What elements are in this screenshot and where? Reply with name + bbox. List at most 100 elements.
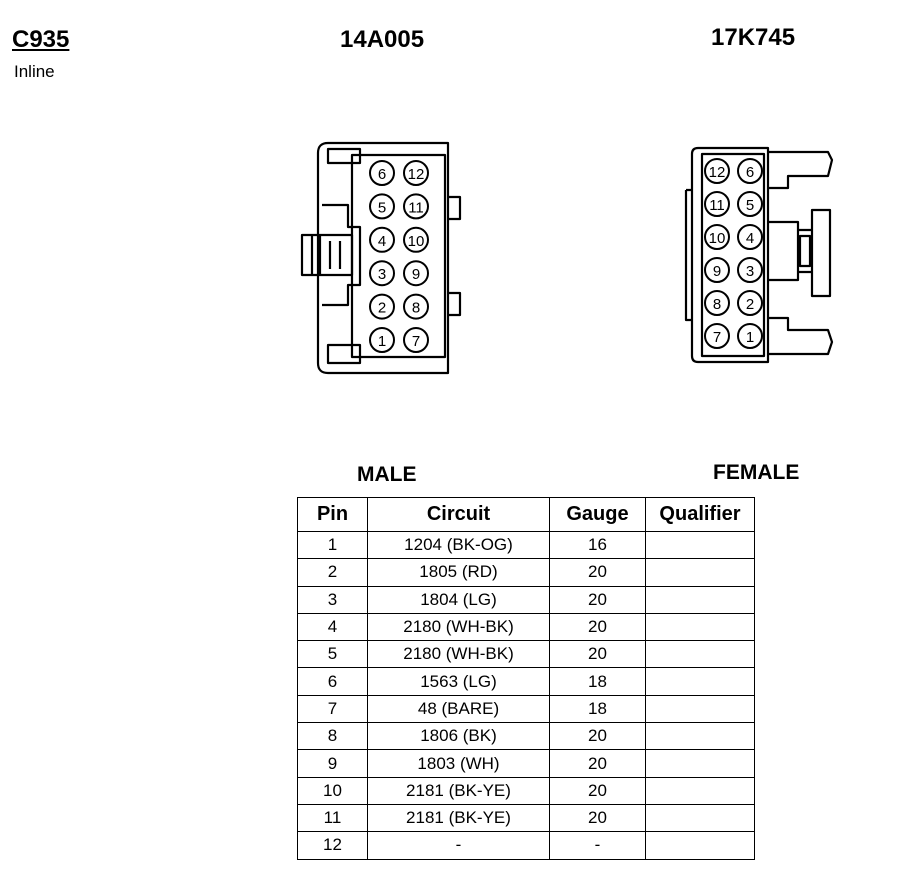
pin-number: 8 [713,296,721,313]
pin-cell: 9 [297,749,368,778]
qualifier-cell [645,640,755,669]
pin-circle [369,327,395,353]
pin-circle [737,323,763,349]
female-pin: 7 [704,323,730,349]
pin-table-header-row: Pin Circuit Gauge Qualifier [297,497,755,532]
female-pin: 2 [737,290,763,316]
qualifier-cell [645,722,755,751]
circuit-cell: 1563 (LG) [367,667,550,696]
female-pin: 6 [737,158,763,184]
pin-circle [704,257,730,283]
pin-number: 7 [412,333,420,350]
circuit-cell: 1803 (WH) [367,749,550,778]
pin-cell: 6 [297,667,368,696]
pin-circle [704,323,730,349]
qualifier-cell [645,667,755,696]
pin-circle [704,290,730,316]
pin-cell: 1 [297,530,368,560]
male-pin: 4 [369,226,395,253]
pin-circle [403,193,429,220]
qualifier-cell [645,558,755,587]
gauge-cell: 20 [549,558,646,587]
qualifier-header: Qualifier [645,497,755,532]
circuit-cell: 1805 (RD) [367,558,550,587]
female-pin: 1 [737,323,763,349]
pin-circle [737,224,763,250]
pin-number: 9 [412,266,420,283]
circuit-cell: 1204 (BK-OG) [367,530,550,560]
qualifier-cell [645,530,755,560]
female-pin: 5 [737,191,763,217]
qualifier-cell [645,694,755,724]
pin-cell: 2 [297,558,368,587]
pin-number: 1 [746,329,754,346]
pin-circle [737,257,763,283]
pin-cell: 8 [297,722,368,751]
pin-number: 8 [412,300,420,317]
male-part-number: 14A005 [340,26,425,53]
female-pin: 11 [704,191,730,217]
qualifier-cell [645,831,755,860]
male-pin: 8 [403,293,429,320]
pin-number: 11 [709,197,725,214]
male-pin: 3 [369,260,395,287]
male-pin: 11 [403,193,429,220]
pin-circle [369,260,395,287]
circuit-cell: 2180 (WH-BK) [367,612,550,642]
gauge-header: Gauge [549,497,646,532]
table-row: 12-- [297,831,755,860]
pin-number: 2 [746,296,754,313]
qualifier-cell [645,585,755,614]
circuit-cell: 1804 (LG) [367,585,550,614]
pin-circle [704,191,730,217]
pin-circle [369,160,395,186]
pin-circle [704,224,730,250]
gauge-cell: 18 [549,667,646,696]
pin-cell: 3 [297,585,368,614]
pin-header: Pin [297,497,368,532]
gauge-cell: 16 [549,530,646,560]
pin-number: 4 [746,230,754,247]
pin-circle [369,193,395,220]
female-label: FEMALE [713,461,800,484]
circuit-cell: 2180 (WH-BK) [367,640,550,669]
pin-cell: 4 [297,612,368,642]
female-pin: 12 [704,158,730,184]
male-pin: 9 [403,260,429,287]
pin-circle [403,293,429,320]
pin-number: 1 [378,333,386,350]
connector-id: C935 [12,26,70,53]
pin-circle [737,158,763,184]
circuit-cell: - [367,831,550,860]
qualifier-cell [645,776,755,805]
male-pin: 12 [403,160,429,186]
circuit-cell: 48 (BARE) [367,694,550,724]
pin-number: 11 [408,199,424,216]
gauge-cell: 20 [549,749,646,778]
pin-circle [737,191,763,217]
male-pin: 2 [369,293,395,320]
pin-number: 12 [408,166,425,183]
female-part-number: 17K745 [711,24,796,51]
circuit-cell: 2181 (BK-YE) [367,803,550,833]
pin-number: 9 [713,263,721,280]
circuit-header: Circuit [367,497,550,532]
gauge-cell: 20 [549,722,646,751]
male-pin: 1 [369,327,395,353]
pin-circle [369,226,395,253]
pin-circle [403,327,429,353]
pin-number: 7 [713,329,721,346]
female-pin: 9 [704,257,730,283]
pin-circle [737,290,763,316]
